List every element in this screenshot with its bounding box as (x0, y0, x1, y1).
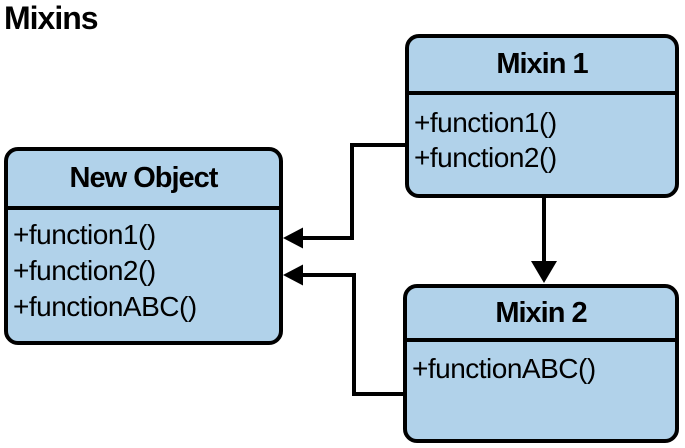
method-line: +function1() (414, 107, 557, 138)
class-box-mixin2-methods: +functionABC() (407, 342, 675, 386)
arrowhead-mixin1-to-mixin2 (531, 261, 557, 283)
class-box-mixin1-title: Mixin 1 (409, 38, 675, 95)
class-box-new-object-methods: +function1() +function2() +functionABC() (8, 210, 279, 325)
connector-mixin1-to-new-object (303, 143, 405, 240)
class-box-mixin2: Mixin 2 +functionABC() (403, 284, 679, 443)
method-line: +function2() (13, 255, 156, 286)
class-box-mixin2-title: Mixin 2 (407, 288, 675, 342)
connector-mixin2-to-new-object (303, 273, 403, 396)
method-line: +function1() (13, 219, 156, 250)
method-line: +function2() (414, 142, 557, 173)
diagram-title: Mixins (4, 0, 99, 36)
class-box-mixin1-methods: +function1() +function2() (409, 95, 675, 175)
arrowhead-mixin2-to-new-object (283, 264, 303, 286)
class-box-new-object: New Object +function1() +function2() +fu… (4, 147, 283, 345)
class-box-new-object-title: New Object (8, 151, 279, 210)
arrowhead-mixin1-to-new-object (283, 227, 303, 249)
method-line: +functionABC() (13, 291, 197, 322)
method-line: +functionABC() (412, 353, 596, 384)
class-box-mixin1: Mixin 1 +function1() +function2() (405, 34, 679, 198)
